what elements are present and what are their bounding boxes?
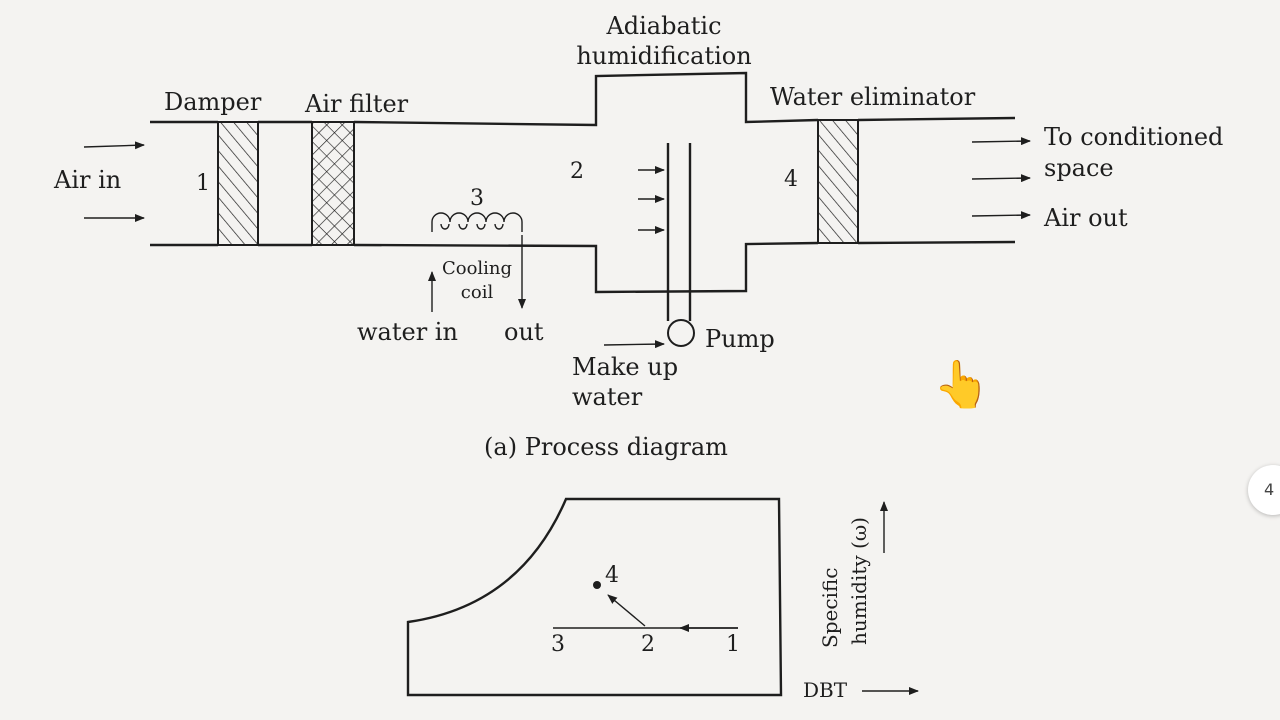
damper <box>217 121 259 246</box>
label-water: water <box>572 383 643 411</box>
outlet-arrow-1 <box>971 137 1031 146</box>
label-air-out: Air out <box>1043 204 1128 232</box>
outlet-arrow-2 <box>971 174 1031 183</box>
chart-point-4: 4 <box>605 563 619 588</box>
air-in-arrow-top <box>83 141 145 150</box>
psychrometric-chart-outline <box>406 497 783 697</box>
caption-process-diagram: (a) Process diagram <box>484 433 728 461</box>
label-to-conditioned: To conditioned <box>1044 123 1223 151</box>
label-coil: coil <box>461 282 494 303</box>
air-filter <box>311 121 355 246</box>
makeup-water-arrow <box>603 340 665 349</box>
y-axis-label-humidity: humidity (ω) <box>847 517 871 645</box>
water-eliminator <box>817 119 859 244</box>
pump-symbol <box>667 319 695 347</box>
label-water-eliminator: Water eliminator <box>770 83 976 111</box>
label-pump: Pump <box>705 325 775 353</box>
state-point-4 <box>593 581 601 589</box>
label-water-in: water in <box>357 318 458 346</box>
label-state-3: 3 <box>470 186 484 211</box>
label-adiabatic: Adiabatic <box>605 12 721 40</box>
label-cooling: Cooling <box>442 258 512 279</box>
x-axis-label-dbt: DBT <box>803 678 848 702</box>
label-space: space <box>1044 154 1114 182</box>
chart-point-2: 2 <box>641 632 655 657</box>
outlet-arrow-3 <box>971 211 1031 220</box>
label-humidification: humidification <box>576 42 751 70</box>
y-axis-label-specific: Specific <box>818 568 842 648</box>
label-out: out <box>504 318 544 346</box>
label-state-2: 2 <box>570 159 584 184</box>
label-state-4: 4 <box>784 167 798 192</box>
chart-point-1: 1 <box>726 632 740 657</box>
pointing-hand-icon: 👆 <box>933 357 990 411</box>
chart-point-3: 3 <box>551 632 565 657</box>
duct-outline <box>150 71 1016 294</box>
label-make-up: Make up <box>572 353 678 381</box>
label-air-in: Air in <box>53 166 121 194</box>
label-air-filter: Air filter <box>304 90 409 118</box>
cooling-coil <box>431 212 523 232</box>
spray-header <box>666 143 692 321</box>
label-damper: Damper <box>164 88 262 116</box>
label-state-1: 1 <box>196 171 210 196</box>
arrow-2-to-4 <box>607 594 646 627</box>
